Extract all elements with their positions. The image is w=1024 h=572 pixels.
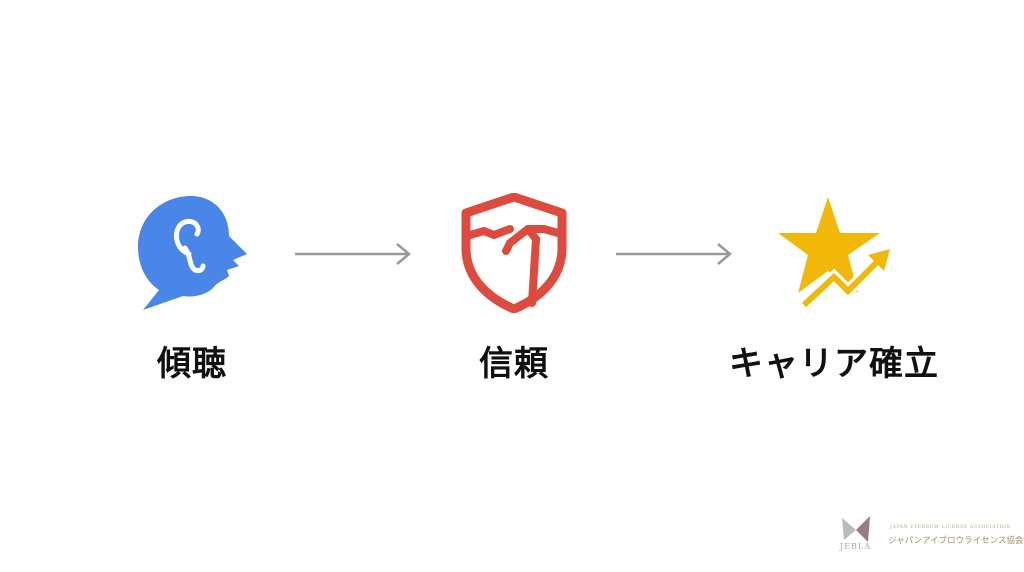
star-growth-arrow-icon	[778, 197, 890, 310]
logo-mark-icon	[842, 516, 870, 542]
association-logo: JEBLA JAPAN EYEBROW LICENSE ASSOCIATION …	[830, 508, 1024, 564]
arrow-right-icon	[295, 243, 411, 265]
listening-head-ear-icon	[138, 196, 247, 310]
trust-shield-handshake-icon	[461, 193, 567, 313]
arrow-right-icon	[616, 243, 732, 265]
step-label-listening: 傾聴	[157, 344, 227, 384]
step-label-trust: 信頼	[479, 344, 549, 384]
step-label-career: キャリア確立	[729, 344, 939, 384]
logo-japanese-name: ジャパンアイブロウライセンス協会	[888, 536, 1024, 546]
logo-abbreviation: JEBLA	[840, 542, 872, 551]
logo-english-name: JAPAN EYEBROW LICENSE ASSOCIATION	[890, 525, 1012, 530]
